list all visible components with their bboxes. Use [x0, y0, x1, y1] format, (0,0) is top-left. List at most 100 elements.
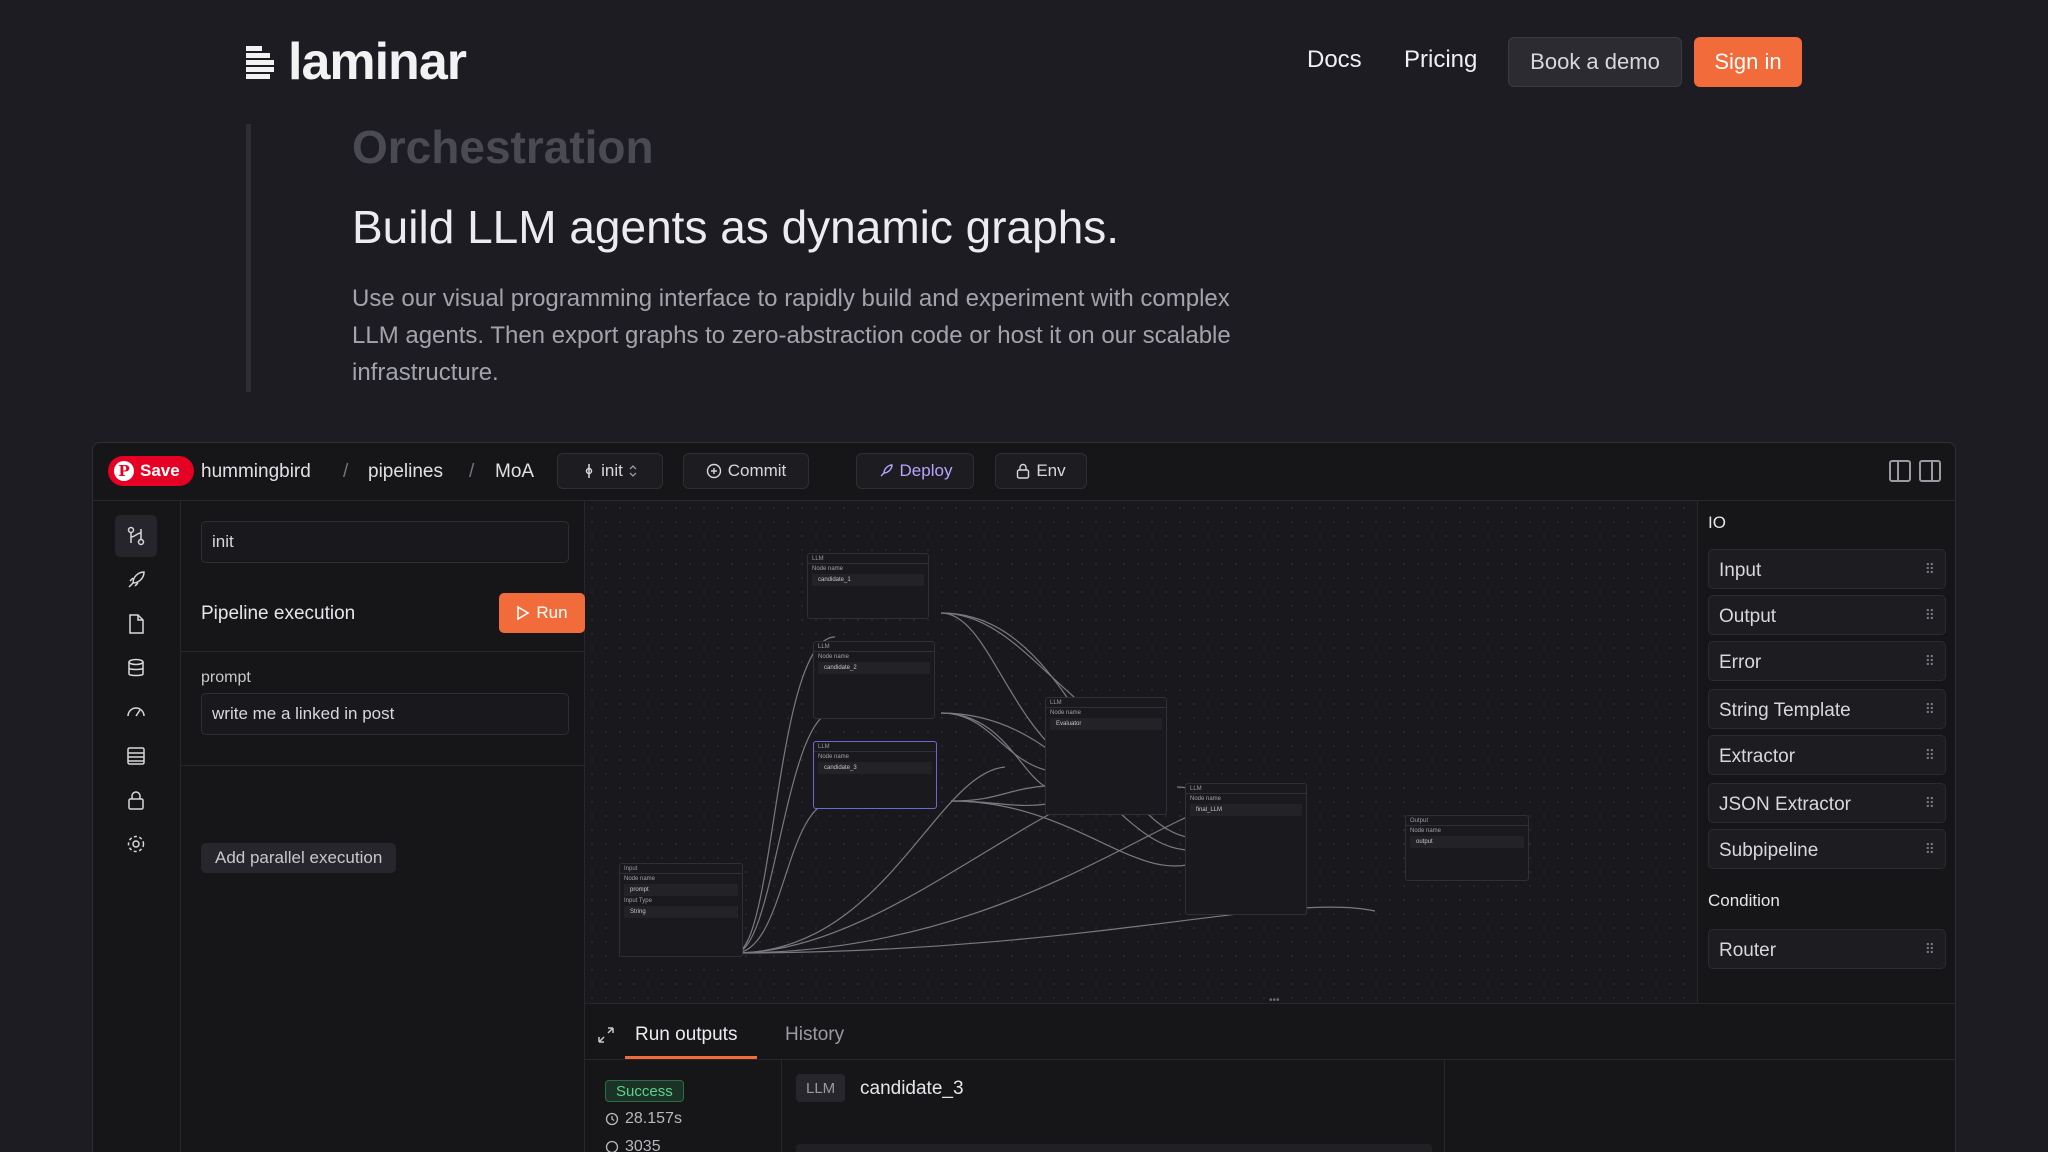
- divider: [181, 765, 585, 766]
- add-parallel-execution-button[interactable]: Add parallel execution: [201, 843, 397, 873]
- drag-handle-icon[interactable]: ⠿: [1924, 841, 1935, 857]
- deploy-button[interactable]: Deploy: [856, 453, 974, 489]
- output-code-block: [796, 1144, 1432, 1152]
- node-item-json-extractor[interactable]: JSON Extractor⠿: [1708, 783, 1946, 823]
- node-value: final_LLM: [1190, 804, 1302, 816]
- node-label: Node name: [1410, 828, 1442, 834]
- drag-handle-icon[interactable]: ⠿: [1924, 701, 1935, 717]
- hero-description: Use our visual programming interface to …: [352, 285, 1231, 386]
- toggle-right-panel-icon[interactable]: [1919, 460, 1941, 482]
- expand-icon[interactable]: [597, 1026, 615, 1044]
- divider: [181, 651, 585, 652]
- active-tab-indicator: [625, 1056, 757, 1059]
- node-label: Node name: [624, 876, 656, 882]
- laminar-logo[interactable]: laminar: [246, 36, 467, 88]
- output-node[interactable]: Output Node name output: [1405, 815, 1529, 881]
- drag-handle-icon[interactable]: ⠿: [1924, 747, 1935, 763]
- tab-run-outputs[interactable]: Run outputs: [635, 1024, 738, 1045]
- save-label: Save: [140, 461, 180, 480]
- node-output-view: LLM candidate_3: [781, 1060, 1445, 1152]
- resize-handle-icon[interactable]: •••: [1269, 995, 1280, 1006]
- branch-selector[interactable]: init: [557, 453, 663, 489]
- drag-handle-icon[interactable]: ⠿: [1924, 941, 1935, 957]
- top-nav: laminar Docs Pricing Book a demo Sign in: [0, 0, 2048, 124]
- breadcrumb-pipeline-name[interactable]: MoA: [495, 461, 535, 482]
- drag-handle-icon[interactable]: ⠿: [1924, 607, 1935, 623]
- drag-handle-icon[interactable]: ⠿: [1924, 653, 1935, 669]
- toggle-left-panel-icon[interactable]: [1889, 460, 1911, 482]
- file-icon[interactable]: [115, 603, 157, 645]
- node-value: Evaluator: [1050, 718, 1162, 730]
- input-node[interactable]: Input Node name prompt Input Type String: [619, 863, 743, 957]
- list-icon[interactable]: [115, 735, 157, 777]
- divider: [585, 1059, 1955, 1060]
- node-label: Node name: [1190, 796, 1222, 802]
- node-type: Input: [620, 864, 742, 874]
- node-item-input[interactable]: Input⠿: [1708, 549, 1946, 589]
- pipeline-execution-title: Pipeline execution: [201, 603, 356, 624]
- node-value: candidate_2: [818, 662, 930, 674]
- node-type-badge: LLM: [796, 1074, 846, 1102]
- run-button[interactable]: Run: [499, 593, 585, 633]
- breadcrumb-pipelines[interactable]: pipelines: [368, 461, 443, 482]
- node-item-error[interactable]: Error ⠿: [1708, 641, 1946, 681]
- run-tokens: 3035: [605, 1138, 661, 1152]
- node-type: LLM: [1046, 698, 1166, 708]
- llm-node-final[interactable]: LLM Node name final_LLM: [1185, 783, 1307, 915]
- lock-icon[interactable]: [115, 779, 157, 821]
- breadcrumb-separator: /: [469, 461, 475, 482]
- tab-history[interactable]: History: [785, 1024, 845, 1045]
- node-item-label: Extractor: [1719, 746, 1796, 767]
- node-value: candidate_3: [818, 762, 932, 774]
- hero-title: Build LLM agents as dynamic graphs.: [352, 201, 1120, 253]
- app-toolbar: P Save hummingbird / pipelines / MoA ini…: [93, 443, 1955, 501]
- llm-node-candidate-1[interactable]: LLM Node name candidate_1: [807, 553, 929, 619]
- node-item-label: Subpipeline: [1719, 840, 1819, 861]
- node-item-label: Error: [1719, 652, 1762, 673]
- clock-icon: [605, 1112, 619, 1126]
- logo-mark-icon: [246, 44, 278, 80]
- node-label: Node name: [818, 654, 850, 660]
- pipeline-icon[interactable]: [115, 515, 157, 557]
- node-item-subpipeline[interactable]: Subpipeline ⠿: [1708, 829, 1946, 869]
- database-icon[interactable]: [115, 647, 157, 689]
- env-button[interactable]: Env: [995, 453, 1087, 489]
- node-label: Input Type: [624, 898, 652, 904]
- node-item-string-template[interactable]: String Template⠿: [1708, 689, 1946, 729]
- node-value: candidate_1: [812, 574, 924, 586]
- condition-section-title: Condition: [1708, 891, 1780, 910]
- coin-icon: [605, 1140, 619, 1152]
- graph-canvas[interactable]: LLM Node name candidate_1 LLM Node name …: [585, 501, 1697, 1003]
- prompt-input[interactable]: write me a linked in post: [201, 693, 569, 735]
- breadcrumb-project[interactable]: hummingbird: [201, 461, 311, 482]
- app-window: P Save hummingbird / pipelines / MoA ini…: [92, 442, 1956, 1152]
- node-item-label: Output: [1719, 606, 1777, 627]
- node-type: Output: [1406, 816, 1528, 826]
- node-label: Node name: [818, 754, 850, 760]
- book-demo-button[interactable]: Book a demo: [1508, 37, 1682, 87]
- version-input[interactable]: init: [201, 521, 569, 563]
- hero-accent-bar: [246, 124, 251, 392]
- run-duration: 28.157s: [605, 1110, 682, 1128]
- llm-node-candidate-2[interactable]: LLM Node name candidate_2: [813, 641, 935, 719]
- llm-node-evaluator[interactable]: LLM Node name Evaluator: [1045, 697, 1167, 815]
- nav-link-docs[interactable]: Docs: [1307, 46, 1362, 73]
- drag-handle-icon[interactable]: ⠿: [1924, 561, 1935, 577]
- commit-label: Commit: [727, 461, 787, 480]
- pinterest-save-button[interactable]: P Save: [108, 456, 194, 486]
- rocket-icon[interactable]: [115, 559, 157, 601]
- node-item-extractor[interactable]: Extractor ⠿: [1708, 735, 1946, 775]
- gauge-icon[interactable]: [115, 691, 157, 733]
- gear-icon[interactable]: [115, 823, 157, 865]
- node-value: output: [1410, 836, 1524, 848]
- drag-handle-icon[interactable]: ⠿: [1924, 795, 1935, 811]
- node-label: Node name: [812, 566, 844, 572]
- sign-in-button[interactable]: Sign in: [1694, 37, 1802, 87]
- play-icon: [517, 605, 530, 621]
- nav-link-pricing[interactable]: Pricing: [1404, 46, 1478, 73]
- deploy-label: Deploy: [899, 461, 953, 480]
- node-item-router[interactable]: Router⠿: [1708, 929, 1946, 969]
- commit-button[interactable]: Commit: [683, 453, 809, 489]
- node-item-output[interactable]: Output ⠿: [1708, 595, 1946, 635]
- llm-node-candidate-3[interactable]: LLM Node name candidate_3: [813, 741, 937, 809]
